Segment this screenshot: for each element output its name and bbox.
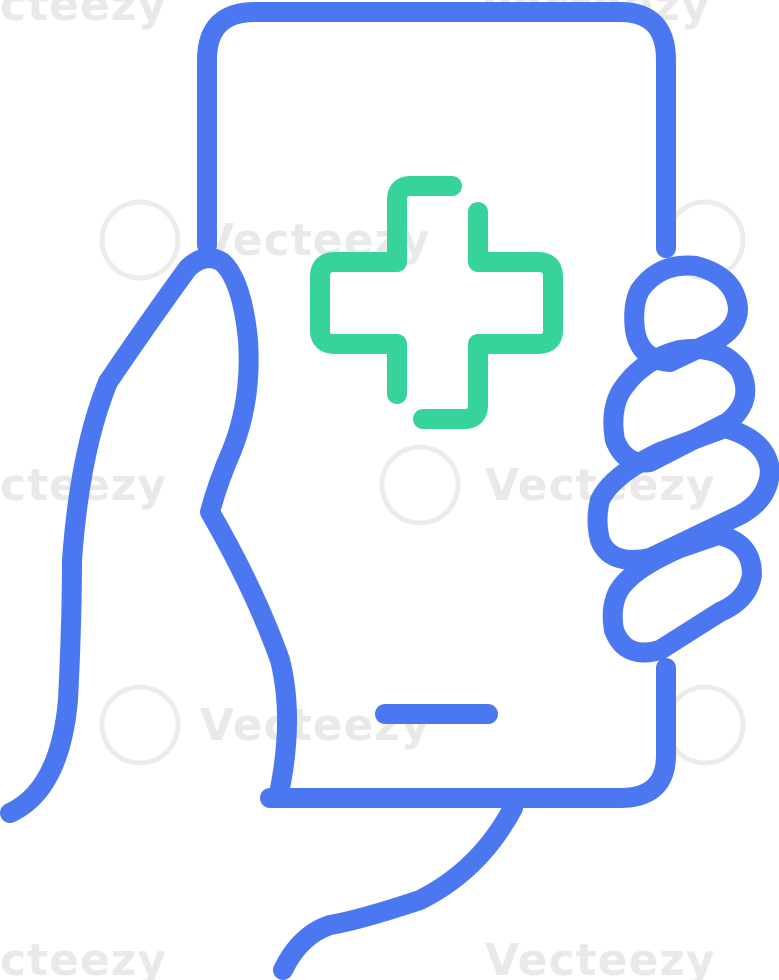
hand-thumb-palm xyxy=(0,248,297,823)
watermark-layer: Vecteezy Vecteezy Vecteezy Vecteezy ctee… xyxy=(0,0,746,980)
hand-wrist xyxy=(273,798,523,980)
phone-outline xyxy=(197,2,676,258)
finger-3 xyxy=(587,418,779,570)
watermark-logo-icon xyxy=(99,684,181,766)
watermark-logo-icon xyxy=(664,684,746,766)
phone-right-lower xyxy=(260,658,676,808)
watermark-text: Vecteezy xyxy=(485,935,716,980)
finger-4 xyxy=(602,525,762,663)
watermark-logo-icon xyxy=(99,199,181,281)
watermark-text-fragment: cteezy xyxy=(0,0,167,31)
finger-2 xyxy=(603,338,756,473)
watermark-logo-icon xyxy=(379,444,461,526)
hand-icon xyxy=(0,248,779,980)
watermark-text-fragment: cteezy xyxy=(0,935,167,980)
medical-cross-icon xyxy=(310,176,563,429)
smartphone-icon xyxy=(197,2,676,808)
finger-1 xyxy=(624,255,748,372)
